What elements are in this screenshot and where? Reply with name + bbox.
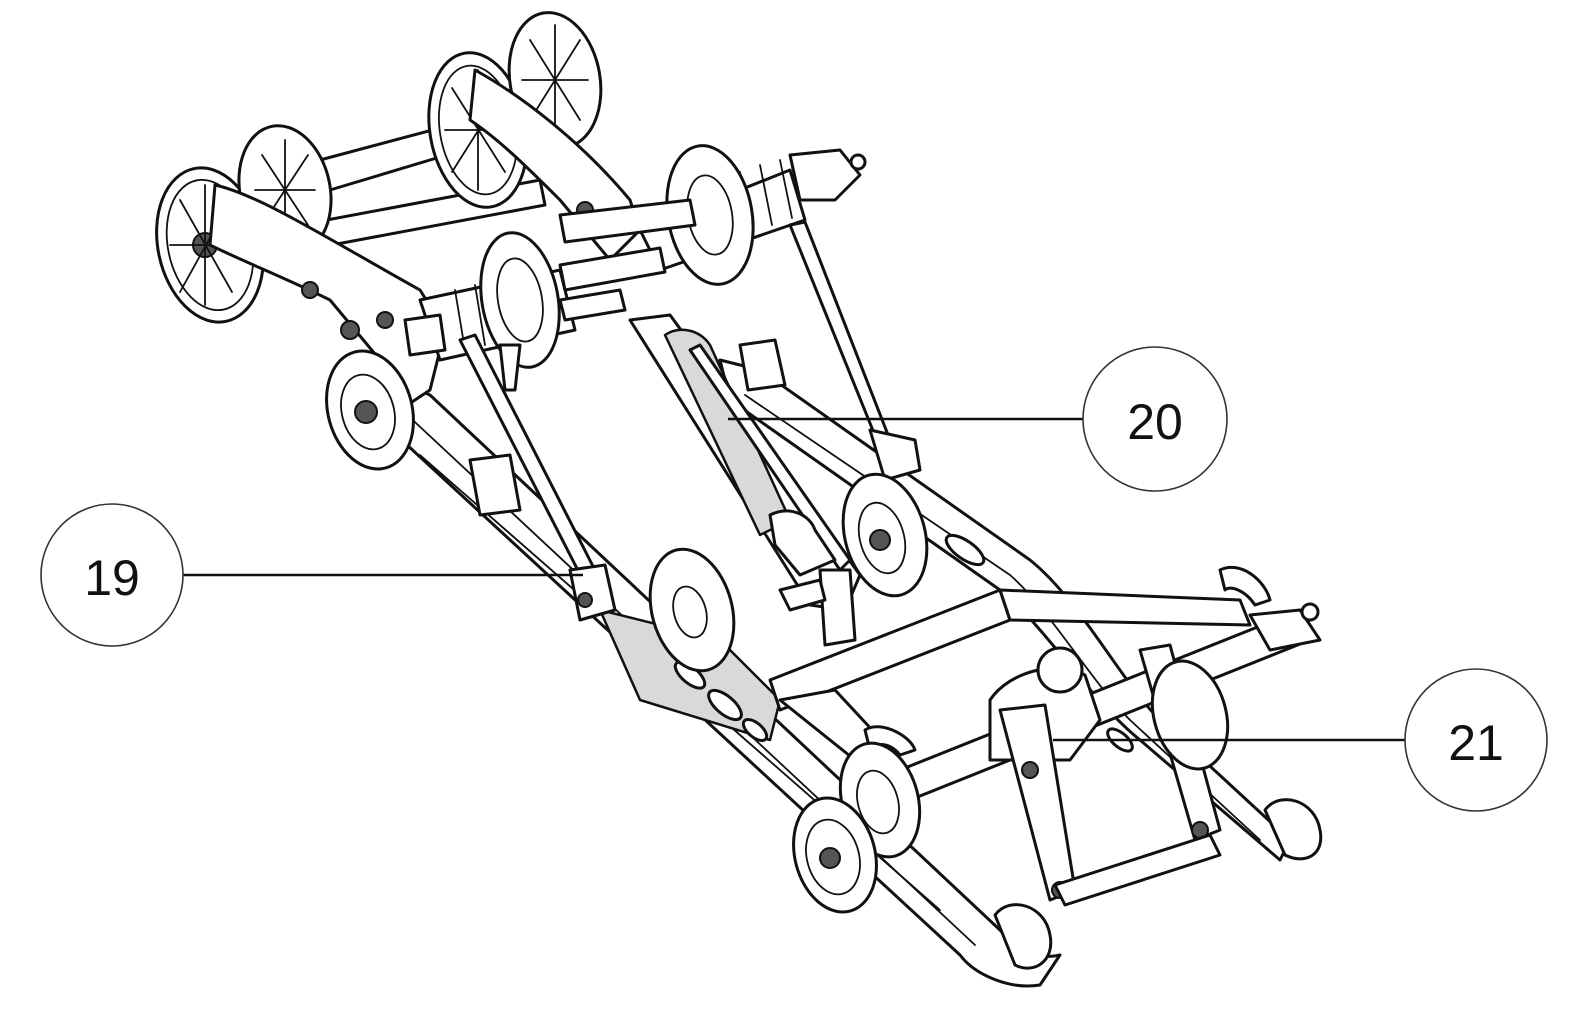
torsion-spring-left [403, 231, 577, 392]
callout-20: 20 [728, 346, 1228, 492]
rear-arm-left [208, 183, 447, 412]
callout-20-bubble [1082, 346, 1228, 492]
callout-20-label: 20 [1127, 394, 1183, 450]
rail-tip-bumpers [993, 798, 1323, 970]
cross-shafts [558, 198, 697, 322]
idler-wheel-left-mid [648, 547, 736, 673]
idler-wheel-left-bottom [792, 796, 878, 914]
left-link-rod [458, 333, 617, 622]
callout-21-bubble [1404, 668, 1548, 812]
rail-blocks [468, 338, 787, 517]
callout-21: 21 [1053, 668, 1548, 812]
center-shock-absorber [628, 313, 862, 647]
callout-19-label: 19 [84, 550, 140, 606]
callout-19: 19 [40, 503, 583, 647]
idler-wheel-left-upper [325, 349, 415, 471]
torsion-spring-right [638, 144, 867, 286]
callout-21-label: 21 [1448, 715, 1504, 771]
idler-wheel-right-mid [841, 472, 929, 598]
callout-19-bubble [40, 503, 184, 647]
idler-wheel-right-front [1150, 659, 1230, 771]
right-link-rod [788, 220, 922, 482]
